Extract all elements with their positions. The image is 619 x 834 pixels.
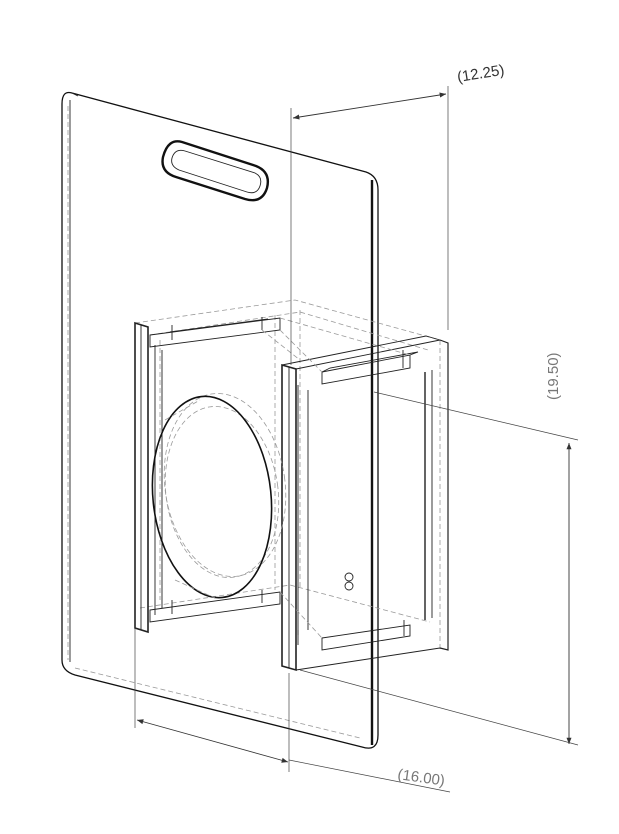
handle-slot [161,140,270,202]
enclosure-box [134,299,449,672]
dimension-depth: (12.25) [290,62,506,365]
terminal-symbol [344,572,354,591]
dimension-width-label: (16.00) [396,766,445,789]
baffle-plate [61,91,379,749]
dimension-depth-label: (12.25) [456,62,506,86]
dimension-width: (16.00) [134,628,451,793]
dimension-height-label: (19.50) [545,352,562,400]
speaker-cutout [151,393,287,599]
dimension-height: (19.50) [299,352,579,746]
